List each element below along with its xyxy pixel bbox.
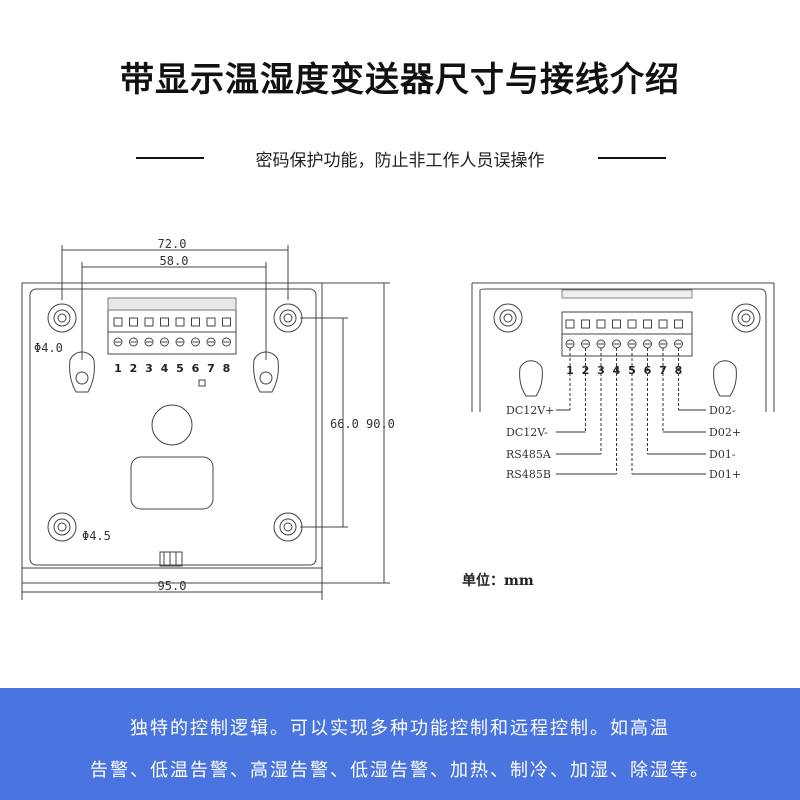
wiring-terminal-top-7 [658,319,668,329]
wiring-label-left-4: RS485B [506,468,551,481]
wiring-view [471,282,775,412]
label-height-inner: 66.0 [330,417,359,431]
terminal-block-header [107,297,237,311]
page-title: 带显示温湿度变送器尺寸与接线介绍 [120,60,680,100]
wiring-body-inner [479,288,767,412]
unit-label: 单位：mm [462,572,534,589]
front-terminal-screw-3 [144,337,154,347]
front-terminal-screw-1 [113,337,123,347]
bottom-clip [159,551,183,567]
mount-hole-bottom-left [47,512,77,542]
front-pin-label-8: 8 [223,362,231,375]
label-height-outer: 90.0 [366,417,395,431]
front-body-outline [21,282,323,584]
wiring-hole-right [731,303,761,333]
keyhole-slot-left-inner [75,371,89,385]
front-pin-label-6: 6 [192,362,200,375]
wiring-terminal-screws [565,319,683,349]
front-view [21,245,390,600]
front-terminal-top-2 [129,317,138,327]
wiring-terminal-top-8 [674,319,683,329]
subtitle-right-rule [598,157,666,159]
front-pin-label-3: 3 [145,362,153,375]
label-base-width: 95.0 [158,579,187,593]
wiring-terminal-top-1 [565,319,575,329]
label-width-outer: 72.0 [158,237,187,251]
front-pin-label-7: 7 [207,362,215,375]
indicator-led [198,379,206,387]
wiring-terminal-top-3 [596,319,606,329]
wiring-terminal-header [561,289,693,299]
front-terminal-screw-4 [160,337,169,347]
subtitle-row: 密码保护功能，防止非工作人员误操作 [0,146,800,171]
wiring-leads: DC12V+ DC12V- RS485A RS485B D02- D02+ D01- D01+ [506,348,741,481]
wiring-label-right-2: D02+ [709,426,741,439]
wiring-label-left-3: RS485A [506,448,552,461]
label-hole-top: Φ4.0 [34,341,63,355]
feature-banner: 独特的控制逻辑。可以实现多种功能控制和远程控制。如高温 告警、低温告警、高湿告警… [0,688,800,800]
front-terminal-top-6 [191,317,200,327]
front-pin-label-2: 2 [130,362,138,375]
front-terminal-screw-6 [191,337,200,347]
front-terminal-screw-5 [175,337,185,347]
front-terminal-top-5 [175,317,185,327]
wiring-terminal-top-6 [643,319,652,329]
label-hole-bottom: Φ4.5 [82,529,111,543]
front-terminal-screw-7 [206,337,216,347]
front-pin-label-5: 5 [176,362,184,375]
wiring-keyhole-left [519,360,543,397]
front-pin-label-1: 1 [114,362,122,375]
mount-hole-top-left [47,303,77,333]
mount-hole-bottom-right [273,512,303,542]
wiring-label-left-2: DC12V- [506,426,548,439]
display-window [130,456,214,510]
wiring-terminal-top-2 [581,319,590,329]
banner-line-1: 独特的控制逻辑。可以实现多种功能控制和远程控制。如高温 [130,718,670,739]
keyhole-slot-right-inner [259,371,273,385]
front-terminal-screw-8 [222,337,231,347]
front-pin-label-4: 4 [161,362,169,375]
front-terminal-top-4 [160,317,169,327]
wiring-label-left-1: DC12V+ [506,404,554,417]
wiring-label-right-1: D02- [709,404,736,417]
front-terminal-top-8 [222,317,231,327]
front-terminal-top-3 [144,317,154,327]
sensor-window [151,404,193,446]
wiring-label-right-4: D01+ [709,468,741,481]
label-width-inner: 58.0 [160,254,189,268]
banner-line-2: 告警、低温告警、高湿告警、低湿告警、加热、制冷、加湿、除湿等。 [90,760,710,781]
front-terminal-top-1 [113,317,123,327]
subtitle-left-rule [136,157,204,159]
wiring-label-right-3: D01- [709,448,736,461]
wiring-hole-left [493,303,523,333]
subtitle: 密码保护功能，防止非工作人员误操作 [255,151,545,171]
front-terminal-top-7 [206,317,216,327]
keyhole-slot-right [253,351,279,393]
wiring-terminal-top-5 [627,319,637,329]
wiring-keyhole-right [713,360,737,397]
mount-hole-top-right [273,303,303,333]
front-body-inner [29,288,317,566]
front-terminal-screws [113,317,231,347]
keyhole-slot-left [69,351,95,393]
front-terminal-screw-2 [129,337,138,347]
wiring-terminal-top-4 [612,319,621,329]
